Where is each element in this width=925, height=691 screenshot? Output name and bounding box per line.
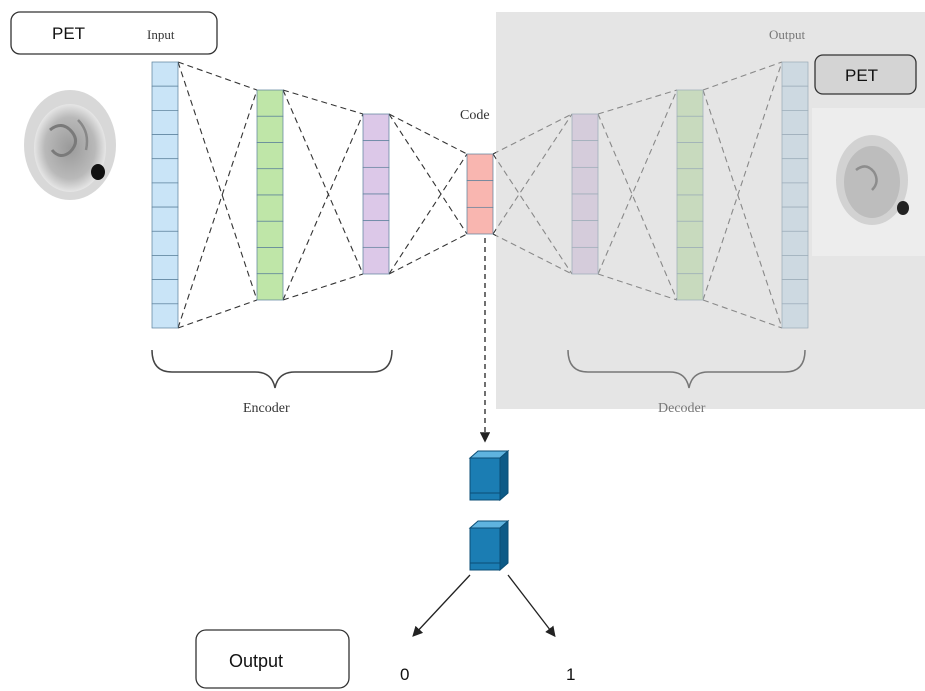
layer-cell — [256, 89, 284, 117]
input-pet-brain-image — [24, 90, 116, 200]
decoder-brace — [567, 349, 806, 389]
layer-cell — [256, 220, 284, 248]
layer-cell — [256, 194, 284, 222]
layer-cell — [362, 220, 390, 248]
final-output-box — [195, 629, 350, 689]
code-label: Code — [460, 108, 490, 123]
layer-cell — [466, 180, 494, 208]
input-pet-box — [10, 11, 218, 55]
encoder-label: Encoder — [243, 401, 290, 416]
layer-cell — [256, 247, 284, 275]
connection-line — [282, 273, 364, 301]
class-one-label: 1 — [566, 665, 575, 684]
connection-line — [388, 233, 468, 275]
decoder-label: Decoder — [658, 401, 706, 416]
output-pet-box — [814, 54, 917, 95]
class-zero-label: 0 — [400, 665, 409, 684]
layer-cell — [151, 230, 179, 256]
connection-line — [177, 299, 258, 329]
output-pet-label: PET — [845, 66, 878, 85]
layer-cell — [151, 85, 179, 111]
connection-line — [177, 61, 258, 91]
layer-cell — [466, 153, 494, 182]
encoder-brace — [151, 349, 393, 389]
input-pet-label: PET — [52, 24, 85, 43]
layer-cell — [362, 140, 390, 168]
final-output-label: Output — [229, 651, 283, 671]
layer-cell — [256, 115, 284, 143]
classifier-block-2 — [468, 519, 510, 572]
encoder-hidden-2 — [362, 113, 390, 275]
layer-cell — [362, 193, 390, 222]
layer-cell — [151, 206, 179, 232]
branch-arrow-zero — [412, 574, 471, 637]
output-title: Output — [769, 27, 806, 42]
layer-cell — [362, 246, 390, 275]
connection-line — [282, 89, 364, 115]
layer-cell — [151, 303, 179, 329]
connection-line — [388, 153, 468, 275]
layer-cell — [151, 182, 179, 208]
encoder-hidden-1 — [256, 89, 284, 301]
layer-cell — [256, 273, 284, 301]
code-layer — [466, 153, 494, 235]
layer-cell — [151, 158, 179, 184]
layer-cell — [362, 113, 390, 142]
connection-line — [282, 89, 364, 275]
connection-line — [177, 89, 258, 329]
connection-line — [388, 113, 468, 235]
connection-line — [177, 61, 258, 301]
layer-cell — [256, 168, 284, 196]
layer-cell — [151, 134, 179, 160]
layer-cell — [151, 255, 179, 280]
connection-line — [388, 113, 468, 155]
layer-cell — [151, 279, 179, 305]
input-layer — [151, 61, 179, 329]
classifier-block-1 — [468, 449, 510, 502]
layer-cell — [466, 206, 494, 235]
layer-cell — [256, 142, 284, 170]
layer-cell — [151, 61, 179, 87]
layer-cell — [362, 166, 390, 195]
output-pet-brain-image — [812, 108, 925, 256]
input-title: Input — [147, 27, 175, 42]
branch-arrow-one — [507, 574, 556, 638]
connection-line — [282, 113, 364, 301]
layer-cell — [151, 110, 179, 135]
